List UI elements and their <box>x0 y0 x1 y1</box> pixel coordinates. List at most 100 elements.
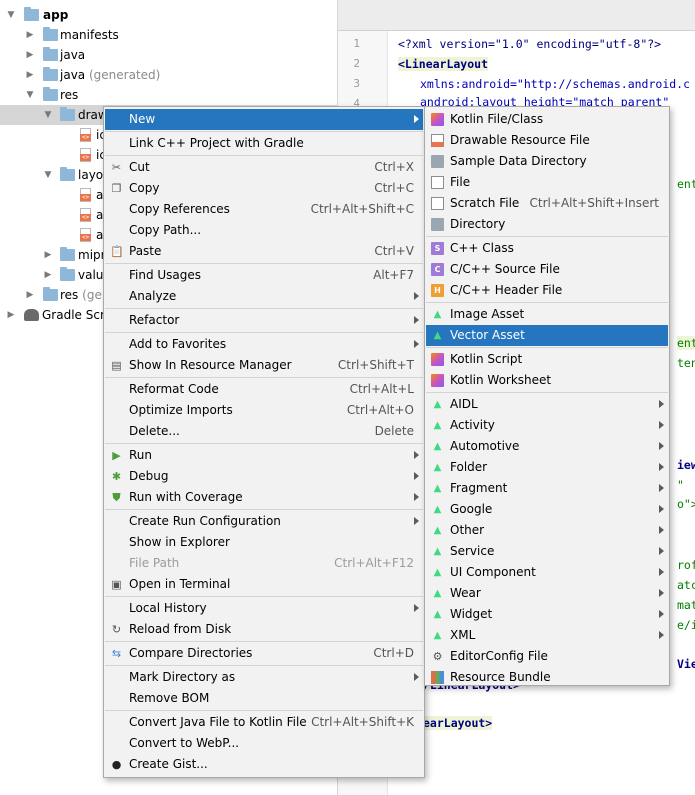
menu-separator <box>105 308 423 309</box>
tree-item-app[interactable]: ▼ app <box>0 5 338 25</box>
menu-item-convert-java-to-kotlin[interactable]: Convert Java File to Kotlin File Ctrl+Al… <box>129 715 414 729</box>
submenu-item-c-cpp-source-file[interactable]: C C/C++ Source File <box>426 259 668 280</box>
menu-item-local-history[interactable]: Local History <box>105 598 423 619</box>
submenu-item-sample-data-directory[interactable]: Sample Data Directory <box>426 151 668 172</box>
collapse-arrow-icon[interactable]: ▶ <box>26 50 34 60</box>
submenu-item-activity[interactable]: ▲ Activity <box>426 415 668 436</box>
tree-item-drawable-file[interactable]: ic <box>0 145 338 165</box>
tree-item-manifests[interactable]: ▶ manifests <box>0 25 338 45</box>
menu-item-new[interactable]: New <box>105 109 423 130</box>
line-number: 2 <box>353 57 360 70</box>
menu-item-reformat-code[interactable]: Reformat Code Ctrl+Alt+L <box>129 382 414 396</box>
submenu-item-ui-component[interactable]: ▲ UI Component <box>426 562 668 583</box>
submenu-arrow-icon <box>659 484 664 492</box>
submenu-item-widget[interactable]: ▲ Widget <box>426 604 668 625</box>
submenu-arrow-icon <box>659 442 664 450</box>
tree-item-layout-file[interactable]: a <box>0 225 338 245</box>
menu-item-open-in-terminal[interactable]: ▣ Open in Terminal <box>111 577 231 591</box>
menu-item-optimize-imports[interactable]: Optimize Imports Ctrl+Alt+O <box>129 403 414 417</box>
submenu-item-kotlin-worksheet[interactable]: Kotlin Worksheet <box>426 370 668 391</box>
tree-item-java-generated[interactable]: ▶ java (generated) <box>0 65 338 85</box>
menu-item-copy[interactable]: ❐ Copy Ctrl+C <box>111 181 414 195</box>
code-line: View <box>677 657 695 671</box>
submenu-item-scratch-file[interactable]: Scratch File Ctrl+Alt+Shift+Insert <box>426 193 668 214</box>
tree-item-mipmap[interactable]: ▶ mipr <box>0 245 338 265</box>
submenu-item-automotive[interactable]: ▲ Automotive <box>426 436 668 457</box>
menu-item-cut[interactable]: ✂ Cut Ctrl+X <box>111 160 414 174</box>
submenu-item-vector-asset[interactable]: ▲ Vector Asset <box>426 325 668 346</box>
menu-item-show-in-resource-manager[interactable]: ▤ Show In Resource Manager Ctrl+Shift+T <box>111 358 414 372</box>
submenu-item-resource-bundle[interactable]: Resource Bundle <box>426 667 668 688</box>
collapse-arrow-icon[interactable]: ▶ <box>26 30 34 40</box>
submenu-item-folder[interactable]: ▲ Folder <box>426 457 668 478</box>
menu-item-add-to-favorites[interactable]: Add to Favorites <box>105 334 423 355</box>
collapse-arrow-icon[interactable]: ▶ <box>44 270 52 280</box>
xml-file-icon <box>80 208 91 222</box>
submenu-item-service[interactable]: ▲ Service <box>426 541 668 562</box>
menu-item-run-with-coverage[interactable]: ⛊ Run with Coverage <box>105 487 423 508</box>
submenu-item-directory[interactable]: Directory <box>426 214 668 235</box>
menu-item-reload-from-disk[interactable]: ↻ Reload from Disk <box>111 622 232 636</box>
menu-item-create-run-configuration[interactable]: Create Run Configuration <box>105 511 423 532</box>
submenu-item-kotlin-script[interactable]: Kotlin Script <box>426 349 668 370</box>
menu-item-refactor[interactable]: Refactor <box>105 310 423 331</box>
menu-item-remove-bom[interactable]: Remove BOM <box>129 691 210 705</box>
tree-item-res-generated[interactable]: ▶ res (gen <box>0 285 338 305</box>
submenu-item-google[interactable]: ▲ Google <box>426 499 668 520</box>
menu-item-paste[interactable]: 📋 Paste Ctrl+V <box>110 244 414 258</box>
menu-item-analyze[interactable]: Analyze <box>105 286 423 307</box>
collapse-arrow-icon[interactable]: ▶ <box>26 290 34 300</box>
menu-separator <box>105 131 423 132</box>
android-icon: ▲ <box>433 399 442 410</box>
submenu-item-wear[interactable]: ▲ Wear <box>426 583 668 604</box>
submenu-item-editorconfig-file[interactable]: ⚙ EditorConfig File <box>432 649 548 663</box>
menu-item-run[interactable]: ▶ Run <box>105 445 423 466</box>
expand-arrow-icon[interactable]: ▼ <box>7 10 15 20</box>
collapse-arrow-icon[interactable]: ▶ <box>7 310 15 320</box>
submenu-item-aidl[interactable]: ▲ AIDL <box>426 394 668 415</box>
menu-item-mark-directory-as[interactable]: Mark Directory as <box>105 667 423 688</box>
menu-item-link-cpp-project[interactable]: Link C++ Project with Gradle <box>129 136 304 150</box>
tree-item-drawable-file[interactable]: ic <box>0 125 338 145</box>
tree-item-res[interactable]: ▼ res <box>0 85 338 105</box>
expand-arrow-icon[interactable]: ▼ <box>44 170 52 180</box>
expand-arrow-icon[interactable]: ▼ <box>44 110 52 120</box>
menu-item-debug[interactable]: ✱ Debug <box>105 466 423 487</box>
submenu-item-drawable-resource-file[interactable]: Drawable Resource File <box>426 130 668 151</box>
collapse-arrow-icon[interactable]: ▶ <box>44 250 52 260</box>
submenu-item-image-asset[interactable]: ▲ Image Asset <box>426 304 668 325</box>
tree-item-values[interactable]: ▶ value <box>0 265 338 285</box>
resource-bundle-icon <box>431 671 444 684</box>
tree-item-gradle-scripts[interactable]: ▶ Gradle Scrip <box>0 305 338 325</box>
collapse-arrow-icon[interactable]: ▶ <box>26 70 34 80</box>
menu-item-file-path[interactable]: File Path Ctrl+Alt+F12 <box>129 556 414 570</box>
submenu-item-cpp-class[interactable]: S C++ Class <box>426 238 668 259</box>
submenu-item-other[interactable]: ▲ Other <box>426 520 668 541</box>
code-line: rofi <box>677 558 695 572</box>
submenu-item-kotlin-file-class[interactable]: Kotlin File/Class <box>426 109 668 130</box>
scratch-file-icon <box>431 197 444 210</box>
menu-item-convert-to-webp[interactable]: Convert to WebP... <box>129 736 240 750</box>
xml-file-icon <box>80 128 91 142</box>
resource-manager-icon: ▤ <box>111 359 122 372</box>
tree-item-layout[interactable]: ▼ layou <box>0 165 338 185</box>
submenu-item-xml[interactable]: ▲ XML <box>426 625 668 646</box>
submenu-item-c-cpp-header-file[interactable]: H C/C++ Header File <box>426 280 668 301</box>
menu-item-delete[interactable]: Delete... Delete <box>129 424 414 438</box>
menu-item-copy-references[interactable]: Copy References Ctrl+Alt+Shift+C <box>129 202 414 216</box>
submenu-arrow-icon <box>659 400 664 408</box>
editor-tab-bar <box>338 0 695 31</box>
menu-item-show-in-explorer[interactable]: Show in Explorer <box>129 535 230 549</box>
tree-item-java[interactable]: ▶ java <box>0 45 338 65</box>
menu-item-find-usages[interactable]: Find Usages Alt+F7 <box>129 268 414 282</box>
tree-item-layout-file[interactable]: a <box>0 185 338 205</box>
expand-arrow-icon[interactable]: ▼ <box>26 90 34 100</box>
menu-separator <box>105 710 423 711</box>
submenu-item-fragment[interactable]: ▲ Fragment <box>426 478 668 499</box>
tree-item-layout-file[interactable]: a <box>0 205 338 225</box>
menu-item-compare-directories[interactable]: ⇆ Compare Directories Ctrl+D <box>111 646 414 660</box>
folder-icon <box>60 247 75 261</box>
menu-item-create-gist[interactable]: ● Create Gist... <box>111 757 208 771</box>
menu-item-copy-path[interactable]: Copy Path... <box>129 223 202 237</box>
submenu-item-file[interactable]: File <box>426 172 668 193</box>
